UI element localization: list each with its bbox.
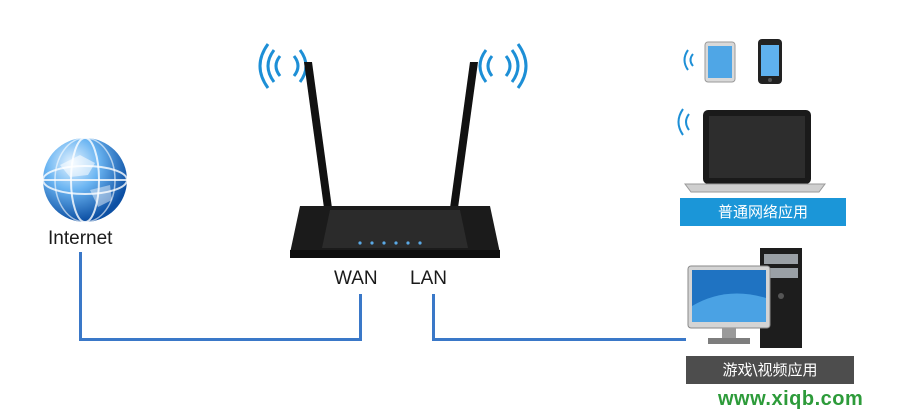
watermark-text: www.xiqb.com <box>718 388 864 410</box>
laptop-icon <box>677 108 826 193</box>
internet-label: Internet <box>48 228 113 249</box>
lan-cable-horizontal <box>432 338 686 341</box>
wifi-signal-icon <box>677 108 690 136</box>
lan-label: LAN <box>410 268 447 289</box>
wan-label: WAN <box>334 268 378 289</box>
internet-cable-horizontal <box>79 338 362 341</box>
game-video-app-badge: 游戏\视频应用 <box>686 356 854 384</box>
globe-icon <box>42 137 128 223</box>
tablet-icon <box>683 41 736 83</box>
wan-cable-vertical <box>359 294 362 341</box>
desktop-computer-icon <box>687 248 802 348</box>
wifi-signal-icon <box>683 49 694 71</box>
wifi-signal-icon <box>258 43 308 89</box>
normal-network-app-badge: 普通网络应用 <box>680 198 846 226</box>
internet-cable-vertical <box>79 252 82 340</box>
phone-icon <box>758 39 782 84</box>
router-icon <box>258 43 528 258</box>
lan-cable-vertical <box>432 294 435 341</box>
